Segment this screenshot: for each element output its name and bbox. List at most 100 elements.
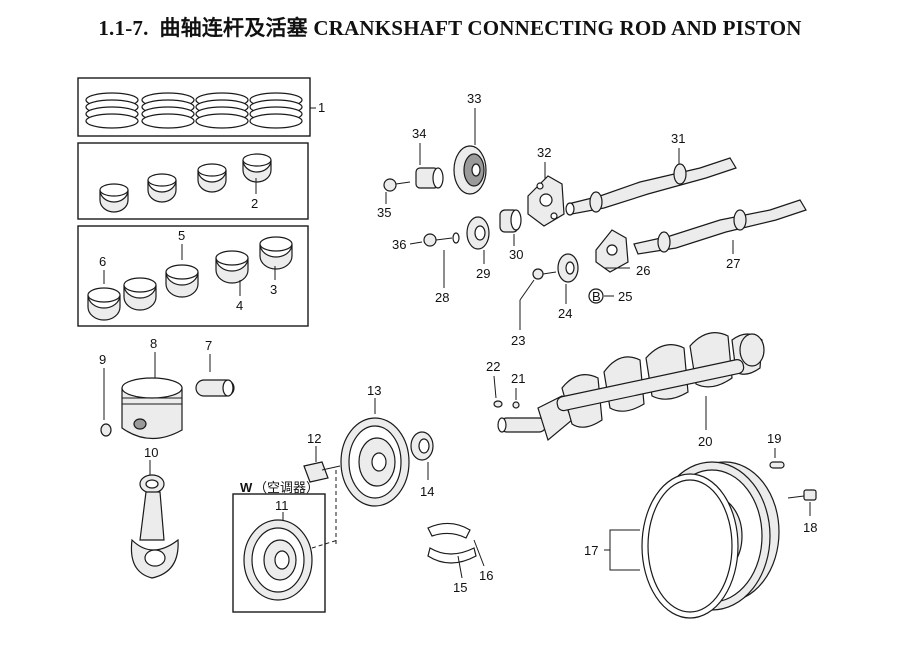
callout-27: 27 xyxy=(726,256,740,271)
ac-note-letter: W xyxy=(240,480,253,495)
bearing-shell-icon xyxy=(147,173,177,203)
callout-15: 15 xyxy=(453,580,467,595)
piston-ring-icon xyxy=(85,92,139,129)
callout-7: 7 xyxy=(205,338,212,353)
callout-35: 35 xyxy=(377,205,391,220)
thrust-washer-icon xyxy=(427,522,471,539)
callout-30: 30 xyxy=(509,247,523,262)
callout-1: 1 xyxy=(318,100,325,115)
callout-23: 23 xyxy=(511,333,525,348)
flywheel-group: 17 19 18 xyxy=(584,431,817,619)
callout-16: 16 xyxy=(479,568,493,583)
bearing-shell-icon xyxy=(259,236,293,270)
callout-29: 29 xyxy=(476,266,490,281)
balance-shaft-icon xyxy=(565,157,737,216)
bearing-shell-icon xyxy=(165,264,199,298)
pulley-icon xyxy=(243,519,313,601)
callout-5: 5 xyxy=(178,228,185,243)
thrust-washers-group: 15 16 xyxy=(427,522,493,595)
callout-17: 17 xyxy=(584,543,598,558)
callout-11: 11 xyxy=(275,498,289,513)
pulley-icon xyxy=(340,417,410,507)
page-title: 1.1-7. 曲轴连杆及活塞 CRANKSHAFT CONNECTING ROD… xyxy=(0,12,900,42)
piston-pin-icon xyxy=(195,379,235,397)
piston-ring-icon xyxy=(141,92,195,129)
gear-icon xyxy=(410,431,434,461)
bearing-shell-icon xyxy=(87,287,121,321)
title-english: CRANKSHAFT CONNECTING ROD AND PISTON xyxy=(313,16,802,40)
piston-assembly: 9 8 7 10 xyxy=(99,336,235,579)
callout-8: 8 xyxy=(150,336,157,351)
callout-12: 12 xyxy=(307,431,321,446)
callout-25: 25 xyxy=(618,289,632,304)
idler-gear-group: 36 28 29 30 xyxy=(392,209,523,305)
gear-icon xyxy=(466,216,490,250)
timing-gear-group: 33 34 35 xyxy=(377,91,487,220)
main-bearings-box xyxy=(77,225,309,327)
ac-pulley-box xyxy=(232,493,326,613)
bearing-shell-icon xyxy=(197,163,227,193)
callout-24: 24 xyxy=(558,306,572,321)
washer-icon xyxy=(452,232,460,244)
piston-icon xyxy=(121,377,183,440)
callout-2: 2 xyxy=(251,196,258,211)
callout-4: 4 xyxy=(236,298,243,313)
callout-36: 36 xyxy=(392,237,406,252)
upper-balance-shaft-group: 32 31 xyxy=(527,131,737,227)
piston-ring-icon xyxy=(249,92,303,129)
piston-ring-icon xyxy=(195,92,249,129)
ac-pulley-group: W （空调器） 11 xyxy=(232,470,339,613)
bearing-shell-icon xyxy=(123,277,157,311)
callout-32: 32 xyxy=(537,145,551,160)
ring-gear-icon xyxy=(641,473,739,619)
callout-9: 9 xyxy=(99,352,106,367)
gear-icon xyxy=(557,253,579,283)
callout-31: 31 xyxy=(671,131,685,146)
lower-balance-shaft-group: 26 27 B 25 24 23 xyxy=(511,199,807,348)
callout-6: 6 xyxy=(99,254,106,269)
connecting-rod-icon xyxy=(130,474,179,579)
callout-20: 20 xyxy=(698,434,712,449)
piston-rings-box xyxy=(77,77,311,137)
bearing-shell-icon xyxy=(99,183,129,213)
callout-33: 33 xyxy=(467,91,481,106)
callout-10: 10 xyxy=(144,445,158,460)
bracket-icon xyxy=(527,175,565,227)
bolt-icon xyxy=(383,178,411,192)
bearing-shell-icon xyxy=(242,153,272,183)
title-number: 1.1-7. xyxy=(98,16,149,40)
piston-rings-group: 1 xyxy=(77,77,325,137)
callout-19: 19 xyxy=(767,431,781,446)
main-bearings-group: 6 5 4 3 xyxy=(77,225,309,327)
callout-34: 34 xyxy=(412,126,426,141)
balance-shaft-icon xyxy=(633,199,807,255)
callout-21: 21 xyxy=(511,371,525,386)
pin-icon xyxy=(493,400,503,408)
title-chinese: 曲轴连杆及活塞 xyxy=(159,16,308,40)
bracket-icon xyxy=(595,229,629,273)
callout-26: 26 xyxy=(636,263,650,278)
callout-3: 3 xyxy=(270,282,277,297)
bolt-icon xyxy=(787,489,817,501)
bearing-shell-icon xyxy=(215,250,249,284)
callout-22: 22 xyxy=(486,359,500,374)
callout-13: 13 xyxy=(367,383,381,398)
pin-icon xyxy=(512,401,520,409)
crank-pulley-group: 12 13 14 xyxy=(303,383,434,507)
bushing-icon xyxy=(499,209,522,233)
marker-b: B xyxy=(592,289,601,304)
snap-ring-icon xyxy=(100,423,112,437)
marker-b-icon xyxy=(588,288,604,304)
gear-icon xyxy=(453,145,487,195)
ac-note-text: （空调器） xyxy=(254,480,319,495)
bushing-icon xyxy=(415,167,444,189)
bolt-icon xyxy=(423,233,453,247)
callout-28: 28 xyxy=(435,290,449,305)
dowel-pin-icon xyxy=(769,461,785,469)
callout-14: 14 xyxy=(420,484,434,499)
thrust-washer-icon xyxy=(427,547,477,564)
bolt-icon xyxy=(532,268,557,280)
crankshaft-icon xyxy=(497,332,765,442)
crankshaft-group: 22 21 20 xyxy=(486,332,765,449)
